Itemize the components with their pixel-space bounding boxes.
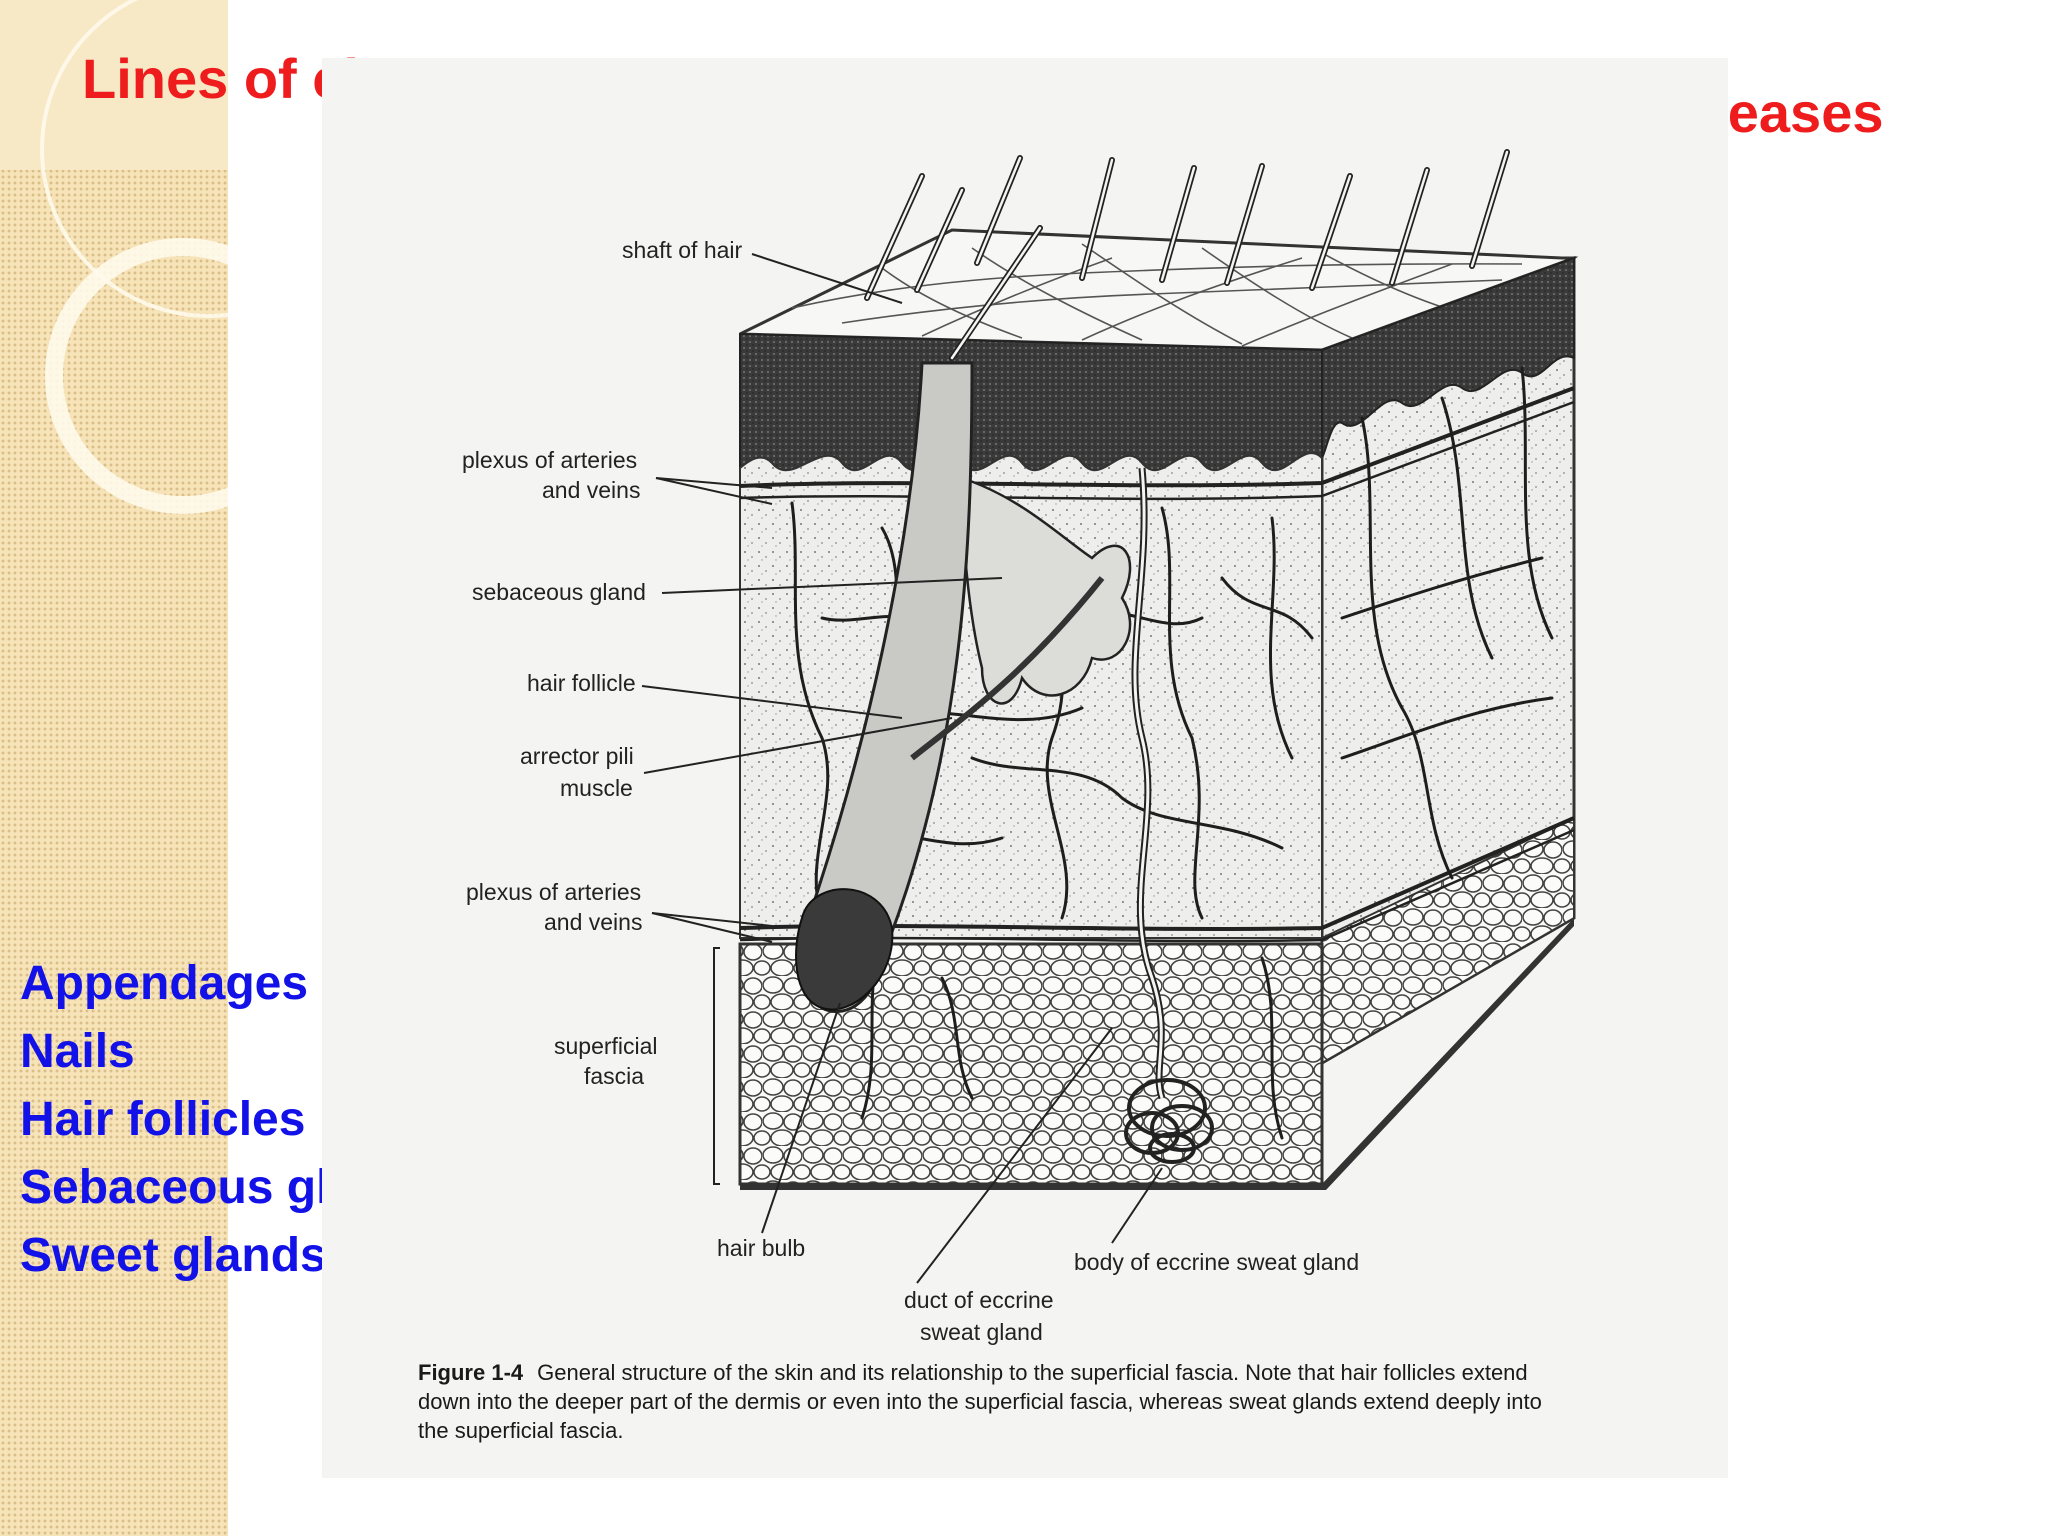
sidebar-ring-small (45, 238, 228, 514)
label-sebaceous-gland: sebaceous gland (472, 579, 646, 605)
appendage-item: Nails (20, 1025, 135, 1078)
epidermis-right-side (1321, 256, 1575, 459)
fascia-bracket (713, 947, 720, 1185)
caption-text: General structure of the skin and its re… (418, 1360, 1542, 1443)
label-arrector-1: arrector pili (520, 743, 634, 769)
sebaceous-gland-shape (960, 476, 1132, 705)
label-body-eccrine: body of eccrine sweat gland (1074, 1249, 1359, 1275)
label-plexus-upper-1: plexus of arteries (462, 447, 637, 473)
upper-plexus-band-2 (739, 400, 1575, 501)
sweat-gland-duct-inner (1133, 467, 1164, 1099)
label-plexus-lower-2: and veins (544, 909, 642, 935)
appendage-item: Sweet glands (20, 1229, 327, 1282)
label-superficial-2: fascia (584, 1063, 644, 1089)
appendage-item: Hair follicles (20, 1093, 306, 1146)
upper-plexus-band (739, 386, 1575, 488)
surface-creases (791, 243, 1523, 347)
label-hair-bulb: hair bulb (717, 1235, 805, 1261)
epidermis-layer (739, 332, 1323, 472)
blood-vessels (790, 366, 1554, 1140)
label-duct-1: duct of eccrine (904, 1287, 1054, 1313)
hair-bulb-shape (795, 888, 894, 1011)
label-shaft-of-hair: shaft of hair (622, 237, 743, 263)
skin-structure-figure: shaft of hair plexus of arteries and vei… (322, 58, 1728, 1478)
caption-figure-number: Figure 1-4 (418, 1360, 524, 1385)
skin-block-illustration: shaft of hair plexus of arteries and vei… (462, 149, 1579, 1345)
label-hair-follicle: hair follicle (527, 670, 636, 696)
label-superficial-1: superficial (554, 1033, 658, 1059)
arrector-pili-muscle (910, 576, 1105, 761)
sweat-gland-body (1124, 1078, 1214, 1164)
decorative-sidebar (0, 0, 228, 1536)
label-duct-2: sweat gland (920, 1319, 1043, 1345)
label-plexus-lower-1: plexus of arteries (466, 879, 641, 905)
label-arrector-2: muscle (560, 775, 633, 801)
label-plexus-upper-2: and veins (542, 477, 640, 503)
leader-lines (641, 253, 1163, 1284)
